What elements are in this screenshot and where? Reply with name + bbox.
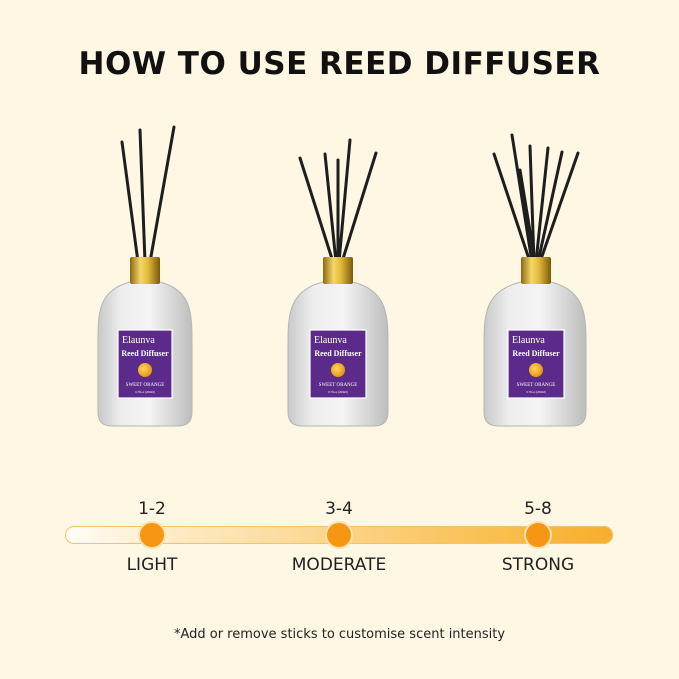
reed-sticks: [120, 125, 176, 264]
intensity-scale: 1-2 LIGHT 3-4 MODERATE 5-8 STRONG: [0, 480, 679, 600]
label-product: Reed Diffuser: [121, 349, 169, 358]
label-product: Reed Diffuser: [512, 349, 560, 358]
level-label-light: LIGHT: [126, 555, 178, 575]
label-brand: Elaunva: [314, 335, 347, 346]
label-brand: Elaunva: [512, 335, 545, 346]
label-volume: 6.7fl.oz (200ml): [328, 390, 348, 394]
page-title: HOW TO USE REED DIFFUSER: [78, 46, 601, 82]
bottles-illustration: Elaunva Reed Diffuser SWEET ORANGE 6.7fl…: [97, 125, 587, 427]
bottle-label: Elaunva Reed Diffuser SWEET ORANGE 6.7fl…: [117, 329, 173, 399]
marker-dot-moderate: [327, 523, 351, 547]
stick-count-moderate: 3-4: [325, 499, 353, 519]
stick-count-light: 1-2: [138, 499, 166, 519]
label-scent: SWEET ORANGE: [517, 383, 556, 388]
footnote: *Add or remove sticks to customise scent…: [173, 627, 506, 642]
bottle-light: Elaunva Reed Diffuser SWEET ORANGE 6.7fl…: [97, 125, 193, 427]
bottle-label: Elaunva Reed Diffuser SWEET ORANGE 6.7fl…: [309, 329, 367, 399]
label-volume: 6.7fl.oz (200ml): [135, 390, 155, 394]
level-label-moderate: MODERATE: [291, 555, 387, 575]
bottle-strong: Elaunva Reed Diffuser SWEET ORANGE 6.7fl…: [483, 133, 587, 427]
orange-icon: [529, 363, 543, 377]
gold-cap: [323, 257, 353, 284]
level-label-strong: STRONG: [501, 555, 575, 575]
gold-cap: [521, 257, 551, 284]
orange-icon: [331, 363, 345, 377]
marker-dot-light: [140, 523, 164, 547]
bottle-label: Elaunva Reed Diffuser SWEET ORANGE 6.7fl…: [507, 329, 565, 399]
reed-sticks: [492, 133, 580, 264]
gold-cap: [130, 257, 160, 284]
bottle-moderate: Elaunva Reed Diffuser SWEET ORANGE 6.7fl…: [287, 138, 389, 427]
orange-icon: [138, 363, 152, 377]
stick-count-strong: 5-8: [524, 499, 552, 519]
label-scent: SWEET ORANGE: [126, 383, 165, 388]
reed-sticks: [298, 138, 378, 264]
label-product: Reed Diffuser: [314, 349, 362, 358]
label-scent: SWEET ORANGE: [319, 383, 358, 388]
label-volume: 6.7fl.oz (200ml): [526, 390, 546, 394]
label-brand: Elaunva: [122, 335, 155, 346]
marker-dot-strong: [526, 523, 550, 547]
